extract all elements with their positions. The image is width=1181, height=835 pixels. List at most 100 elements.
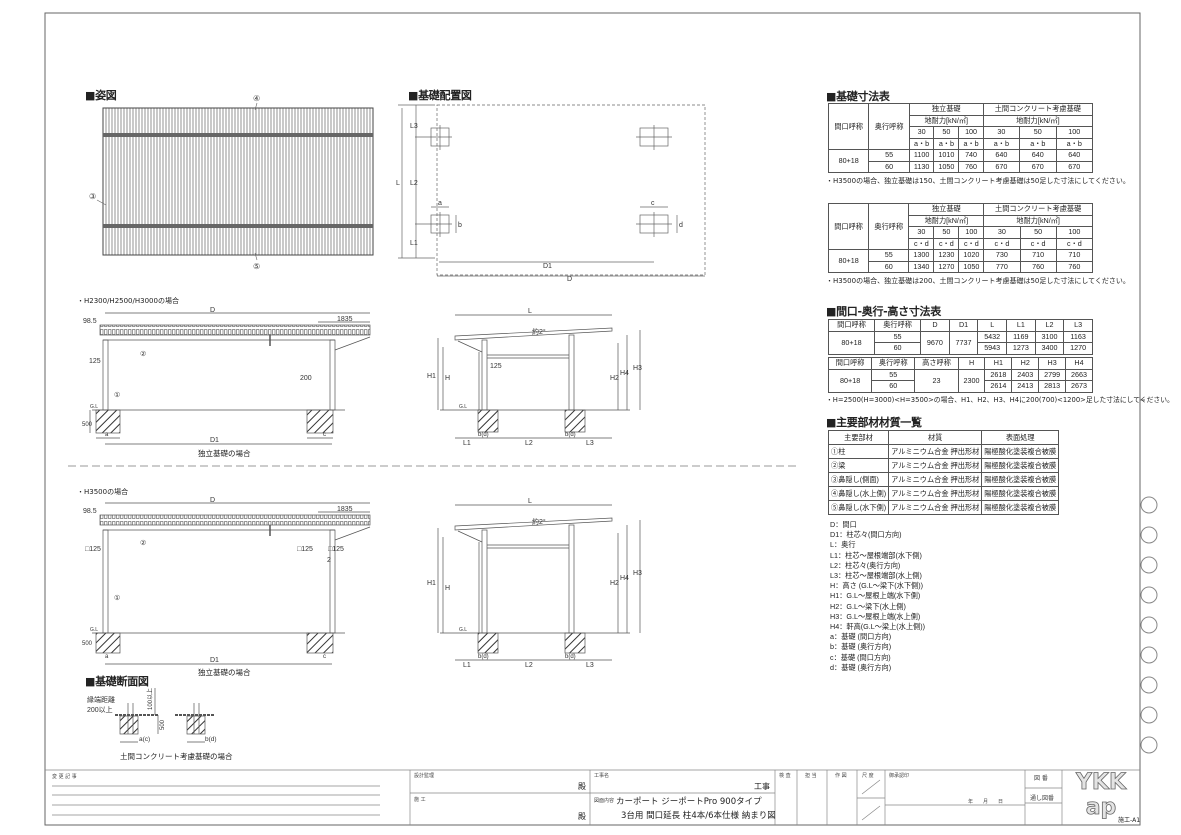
- dim-header: c・d: [1055, 237, 1094, 250]
- load-header: 30: [982, 126, 1021, 139]
- finish-cell: 陽極酸化塗装複合被膜: [981, 458, 1060, 473]
- dim-1835: 1835: [337, 316, 353, 323]
- value-cell: 1130: [908, 160, 935, 173]
- value-cell: 760: [1019, 260, 1057, 273]
- dim-H2: H2: [610, 580, 619, 587]
- material-cell: アルミニウム合金 押出形材: [888, 500, 983, 515]
- dim-sq125-mid: □125: [297, 546, 313, 553]
- legend-item: L2：柱芯々(奥行方向): [830, 560, 901, 570]
- dim-L1: L1: [463, 662, 471, 669]
- dim-98-5: 98.5: [83, 508, 97, 515]
- dim-125: 125: [89, 358, 101, 365]
- column-header: 表面処理: [981, 430, 1060, 445]
- legend-item: b：基礎 (奥行方向): [830, 642, 892, 652]
- dim-c: c: [651, 200, 655, 207]
- bearing-header: 地耐力[kN/㎡]: [908, 214, 985, 227]
- value-cell: 5432: [977, 330, 1008, 343]
- value-cell: 1230: [933, 249, 960, 262]
- value-cell: 1270: [1063, 342, 1093, 355]
- load-header: 100: [1055, 126, 1093, 139]
- side-section-2: L 約2° H1 H H2 H4 H3 G.L b(d) b(d) L1 L2 …: [427, 498, 642, 669]
- dim-header: c・d: [933, 237, 960, 250]
- value-cell: 1273: [1006, 342, 1036, 355]
- dim-header: c・d: [908, 237, 935, 250]
- label-post: ①: [114, 594, 120, 602]
- label-post: ①: [114, 391, 120, 399]
- depth-cell: 55: [871, 368, 916, 381]
- dim-bd: b(d): [565, 432, 576, 438]
- dim-D1: D1: [543, 263, 552, 270]
- value-cell: 640: [1055, 149, 1093, 162]
- legend-item: L：奥行: [830, 540, 856, 550]
- value-cell: 710: [1055, 249, 1094, 262]
- honorific-2: 殿: [578, 812, 586, 821]
- depth-cell: 55: [874, 330, 922, 343]
- value-cell: 2403: [1011, 368, 1040, 381]
- label-2: 2: [327, 557, 331, 564]
- column-header: 奥行呼称: [871, 357, 916, 370]
- drafting-label: 作 図: [835, 773, 847, 779]
- header-row: 地耐力[kN/㎡]地耐力[kN/㎡]: [829, 114, 1094, 127]
- legend-item: H4：軒高(G.L～梁上(水上側)): [830, 622, 926, 632]
- sheet-number: 施工-A1: [1118, 817, 1141, 824]
- table-row: ②梁アルミニウム合金 押出形材陽極酸化塗装複合被膜: [827, 458, 1060, 473]
- finish-cell: 陽極酸化塗装複合被膜: [981, 444, 1060, 459]
- approval-label: 御承認印: [889, 773, 910, 779]
- value-cell: 1050: [958, 260, 985, 273]
- scale-label: 尺 度: [862, 773, 874, 779]
- material-cell: アルミニウム合金 押出形材: [888, 472, 983, 487]
- edge-distance-value: 200以上: [87, 705, 113, 714]
- label-beam: ②: [140, 539, 146, 547]
- value-cell: 55: [868, 249, 910, 262]
- value-cell: 770: [983, 260, 1021, 273]
- material-cell: アルミニウム合金 押出形材: [888, 458, 983, 473]
- dim-sq125-left: □125: [85, 546, 101, 553]
- legend-item: d：基礎 (奥行方向): [830, 662, 892, 672]
- dim-L3: L3: [586, 440, 594, 447]
- dim-L1: L1: [410, 240, 418, 247]
- height-name-cell: 23: [914, 368, 959, 393]
- legend-item: L1：柱芯～屋根端部(水下側): [830, 550, 922, 560]
- dim-D: D: [567, 276, 572, 283]
- dim-c: c: [323, 654, 326, 660]
- heading-foundation-dims: ■基礎寸法表: [826, 90, 890, 103]
- drawing-no-label: 図 番: [1034, 775, 1048, 782]
- value-cell: 2413: [1011, 380, 1040, 393]
- column-header: D: [920, 319, 950, 332]
- roof-angle: 約2°: [532, 327, 546, 336]
- width-cell: 80+18: [827, 330, 876, 355]
- value-cell: 670: [1019, 160, 1057, 173]
- value-cell: 2799: [1038, 368, 1067, 381]
- dim-c: c: [323, 432, 326, 438]
- dim-header: c・d: [958, 237, 985, 250]
- depth-cell: 60: [874, 342, 922, 355]
- value-cell: 60: [868, 160, 910, 173]
- column-header: 高さ呼称: [914, 357, 959, 370]
- finish-cell: 陽極酸化塗装複合被膜: [981, 500, 1060, 515]
- elevation2-note: ・H3500の場合: [77, 488, 129, 496]
- foundation-section-caption: 土間コンクリート考慮基礎の場合: [120, 752, 233, 761]
- column-header: H2: [1011, 357, 1040, 370]
- member-cell: ①柱: [827, 444, 890, 459]
- dim-H4: H4: [620, 575, 629, 582]
- dim-header: a・b: [1055, 137, 1093, 150]
- gl-label: G.L: [459, 404, 467, 410]
- construction-label: 施 工: [414, 797, 426, 803]
- dim-header: c・d: [983, 237, 1021, 250]
- dim-L: L: [528, 308, 532, 315]
- column-header: 材質: [888, 430, 983, 445]
- load-header: 100: [958, 226, 985, 239]
- dim-L: L: [396, 180, 400, 187]
- legend-item: H1：G.L～屋根上端(水下側): [830, 591, 921, 601]
- foundation-layout: L3 L2 L1 L D1 D a b c d: [396, 104, 706, 283]
- depth-cell: 60: [871, 380, 916, 393]
- column-header: D1: [948, 319, 979, 332]
- legend-item: a：基礎 (間口方向): [830, 632, 892, 642]
- elevation2-caption: 独立基礎の場合: [198, 668, 251, 677]
